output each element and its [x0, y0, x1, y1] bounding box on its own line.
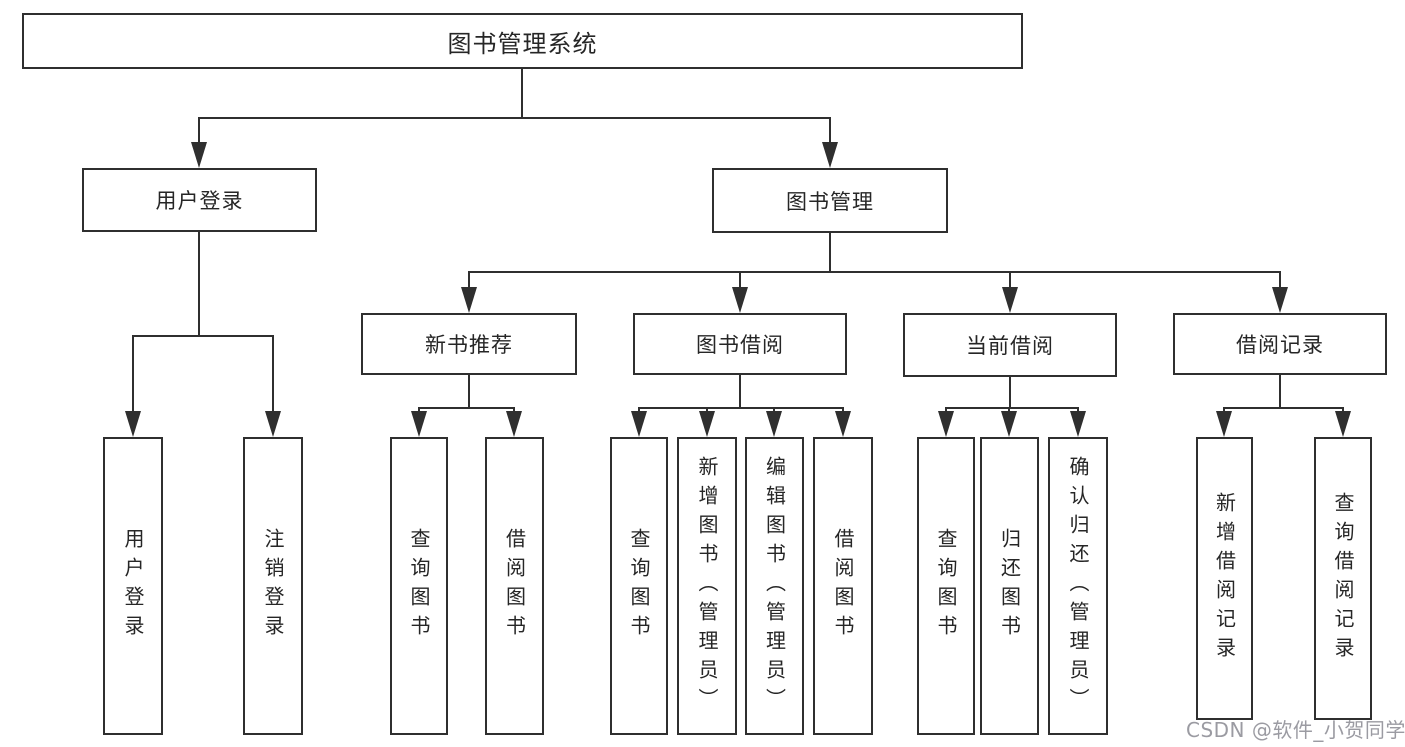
arrowhead-icon [506, 411, 522, 437]
arrowhead-book-borrow-icon [732, 287, 748, 313]
leaf-label: 借阅图书 [502, 528, 527, 644]
connector-drop-new-book [468, 271, 470, 289]
node-book-management: 图书管理 [712, 168, 948, 233]
connector-user-login-bar [132, 335, 274, 337]
arrowhead-icon [766, 411, 782, 437]
leaf-current-return-books: 归还图书 [980, 437, 1039, 735]
leaf-user-login: 用户登录 [103, 437, 163, 735]
connector-current-borrow-bar [945, 407, 1079, 409]
connector-drop-book-mgmt [829, 117, 831, 145]
leaf-borrow-add-books-admin: 新增图书（管理员） [677, 437, 737, 735]
leaf-label: 新增图书（管理员） [695, 455, 719, 717]
leaf-label: 查询借阅记录 [1331, 491, 1355, 666]
connector-level3-bar [468, 271, 1281, 273]
leaf-newbook-query-books: 查询图书 [390, 437, 448, 735]
connector-drop-book-borrow [739, 271, 741, 289]
connector-level2-bar [198, 117, 831, 119]
leaf-borrow-edit-books-admin: 编辑图书（管理员） [745, 437, 804, 735]
node-current-borrow: 当前借阅 [903, 313, 1117, 377]
leaf-label: 借阅图书 [831, 528, 855, 644]
arrowhead-leaf-logout-icon [265, 411, 281, 437]
connector-new-book-bar [418, 407, 515, 409]
node-user-login: 用户登录 [82, 168, 317, 232]
leaf-label: 编辑图书（管理员） [762, 455, 787, 717]
connector-book-mgmt-stem [829, 233, 831, 273]
connector-book-borrow-bar [638, 407, 844, 409]
leaf-logout: 注销登录 [243, 437, 303, 735]
connector-drop-leaf-login [132, 335, 134, 413]
node-library-system: 图书管理系统 [22, 13, 1023, 69]
node-new-book-recommend: 新书推荐 [361, 313, 577, 375]
arrowhead-icon [835, 411, 851, 437]
leaf-current-query-books: 查询图书 [917, 437, 975, 735]
node-book-borrow: 图书借阅 [633, 313, 847, 375]
connector-current-borrow-stem [1009, 377, 1011, 409]
leaf-current-confirm-return-admin: 确认归还（管理员） [1048, 437, 1108, 735]
node-borrow-records: 借阅记录 [1173, 313, 1387, 375]
leaf-label: 确认归还（管理员） [1066, 455, 1090, 717]
arrowhead-icon [631, 411, 647, 437]
arrowhead-borrow-records-icon [1272, 287, 1288, 313]
leaf-label: 新增借阅记录 [1212, 491, 1237, 666]
leaf-borrow-borrow-books: 借阅图书 [813, 437, 873, 735]
watermark: CSDN @软件_小贺同学 [1186, 718, 1405, 742]
arrowhead-current-borrow-icon [1002, 287, 1018, 313]
connector-root-stem [521, 69, 523, 117]
leaf-label: 注销登录 [261, 528, 285, 644]
leaf-records-add-record: 新增借阅记录 [1196, 437, 1253, 720]
leaf-label: 查询图书 [934, 528, 958, 644]
leaf-label: 归还图书 [997, 528, 1022, 644]
arrowhead-icon [1216, 411, 1232, 437]
connector-drop-borrow-records [1279, 271, 1281, 289]
connector-borrow-records-bar [1223, 407, 1343, 409]
arrowhead-icon [699, 411, 715, 437]
arrowhead-book-mgmt-icon [822, 142, 838, 168]
arrowhead-icon [1001, 411, 1017, 437]
leaf-label: 查询图书 [407, 528, 431, 644]
connector-drop-current-borrow [1009, 271, 1011, 289]
leaf-label: 查询图书 [627, 528, 651, 644]
arrowhead-icon [411, 411, 427, 437]
arrowhead-leaf-login-icon [125, 411, 141, 437]
connector-new-book-stem [468, 375, 470, 409]
arrowhead-icon [1070, 411, 1086, 437]
arrowhead-icon [938, 411, 954, 437]
leaf-newbook-borrow-books: 借阅图书 [485, 437, 544, 735]
arrowhead-new-book-icon [461, 287, 477, 313]
arrowhead-user-login-icon [191, 142, 207, 168]
connector-user-login-stem [198, 232, 200, 337]
connector-drop-user-login [198, 117, 200, 145]
connector-book-borrow-stem [739, 375, 741, 409]
leaf-label: 用户登录 [121, 528, 145, 644]
arrowhead-icon [1335, 411, 1351, 437]
leaf-records-query-record: 查询借阅记录 [1314, 437, 1372, 720]
connector-borrow-records-stem [1279, 375, 1281, 409]
leaf-borrow-query-books: 查询图书 [610, 437, 668, 735]
connector-drop-leaf-logout [272, 335, 274, 413]
